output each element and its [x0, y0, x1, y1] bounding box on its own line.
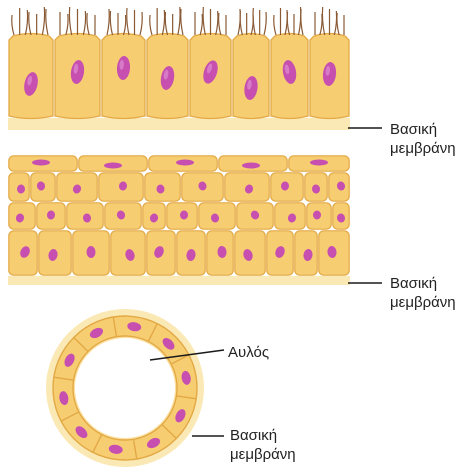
cilium [29, 12, 31, 35]
basement-membrane-label-top-line1: Βασική [390, 120, 456, 139]
cilium [12, 15, 14, 35]
basement-membrane-label-ring-line2: μεμβράνη [230, 445, 296, 464]
cilium [203, 7, 205, 35]
cell-nucleus [176, 160, 194, 166]
cell-nucleus [313, 211, 321, 220]
cilium [165, 12, 167, 35]
cell-nucleus [32, 160, 50, 166]
cilium [66, 14, 68, 35]
basement-membrane-label-top: Βασική μεμβράνη [390, 120, 456, 158]
cilium [25, 10, 27, 35]
cell-nucleus [242, 163, 260, 169]
cilium [253, 8, 255, 35]
basement-membrane-label-top-line2: μεμβράνη [390, 139, 456, 158]
basement-membrane [8, 118, 350, 130]
cilium [334, 11, 336, 35]
cilium [264, 12, 266, 35]
cilium [337, 13, 339, 35]
basement-membrane-label-middle-line1: Βασική [390, 274, 456, 293]
cilium [46, 9, 48, 35]
cilium [322, 7, 324, 35]
cilium [42, 7, 44, 35]
cell-nucleus [310, 160, 328, 166]
cilium [178, 7, 180, 35]
columnar-cell [233, 34, 269, 119]
cilium [83, 11, 85, 35]
cilium [287, 12, 289, 35]
basement-membrane-label-middle: Βασική μεμβράνη [390, 274, 456, 312]
cilium [162, 10, 164, 35]
stratified-epithelium-panel [8, 156, 350, 285]
basement-membrane [8, 276, 350, 285]
cilium [110, 11, 112, 35]
basement-membrane-label-ring-line1: Βασική [230, 426, 296, 445]
cilium [107, 9, 109, 35]
cell-nucleus [104, 163, 122, 169]
cilium [127, 8, 129, 35]
tubular-epithelium-panel [46, 309, 204, 467]
cilium [87, 13, 89, 35]
cilium [140, 12, 142, 35]
basement-membrane-label-ring: Βασική μεμβράνη [230, 426, 296, 464]
cilium [200, 14, 202, 35]
ciliated-columnar-panel [8, 7, 350, 130]
cilium [69, 7, 71, 35]
basement-membrane-label-middle-line2: μεμβράνη [390, 293, 456, 312]
cilium [150, 15, 152, 35]
cilium [124, 15, 126, 35]
cilium [240, 11, 242, 35]
cilium [216, 11, 218, 35]
lumen-label: Αυλός [228, 343, 269, 362]
cilium [219, 13, 221, 35]
cilium [320, 14, 322, 35]
cilium [274, 15, 276, 35]
lumen [75, 338, 175, 438]
cilium [301, 9, 303, 35]
cilium [181, 9, 183, 35]
